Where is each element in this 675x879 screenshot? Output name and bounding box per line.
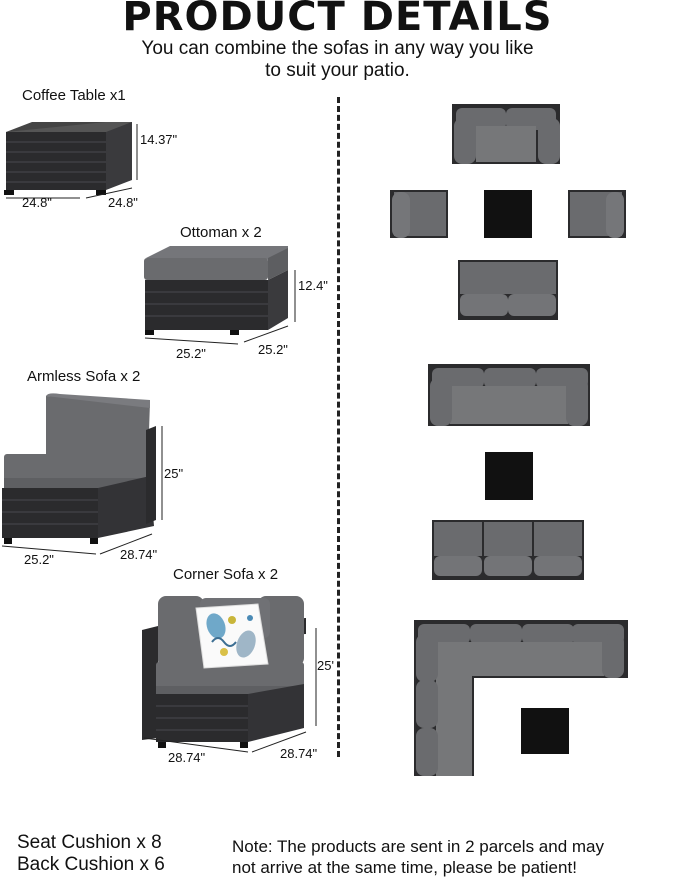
page-title: PRODUCT DETAILS — [122, 0, 553, 40]
armless-sofa-height: 25" — [164, 466, 184, 481]
page-subtitle: You can combine the sofas in any way you… — [0, 38, 675, 82]
subtitle-line-1: You can combine the sofas in any way you… — [141, 38, 534, 59]
coffee-table-width: 24.8" — [22, 195, 52, 210]
armless-sofa-depth: 28.74" — [120, 547, 158, 562]
decorative-pillow-image — [195, 603, 269, 669]
ottoman-image — [144, 246, 296, 345]
dashed-divider — [337, 97, 340, 757]
layout-2-sofa-bottom — [432, 520, 584, 580]
cushion-counts: Seat Cushion x 8 Back Cushion x 6 — [17, 832, 165, 876]
corner-sofa-depth: 28.74" — [280, 746, 318, 761]
corner-sofa-width: 28.74" — [168, 750, 206, 765]
ottoman-width: 25.2" — [176, 346, 206, 361]
armless-sofa-label: Armless Sofa x 2 — [27, 368, 141, 385]
layout-2-table — [485, 452, 533, 500]
coffee-table-label: Coffee Table x1 — [22, 87, 126, 104]
shipping-note: Note: The products are sent in 2 parcels… — [232, 836, 672, 878]
layout-1-loveseat-bottom — [458, 260, 558, 320]
seat-cushion-count: Seat Cushion x 8 — [17, 832, 162, 853]
ottoman-depth: 25.2" — [258, 342, 288, 357]
layout-1-loveseat — [452, 104, 560, 164]
corner-sofa-image — [142, 596, 317, 753]
layout-arrangements-diagram — [390, 104, 628, 776]
layout-3-sectional — [414, 620, 628, 776]
note-line-1: Note: The products are sent in 2 parcels… — [232, 837, 604, 856]
ottoman-height: 12.4" — [298, 278, 328, 293]
armless-sofa-image — [1, 393, 163, 555]
corner-sofa-height: 25' — [317, 658, 334, 673]
layout-1-chairs-table — [390, 190, 626, 238]
corner-sofa-label: Corner Sofa x 2 — [173, 566, 279, 583]
coffee-table-depth: 24.8" — [108, 195, 138, 210]
coffee-table-image — [4, 122, 138, 199]
note-line-2: not arrive at the same time, please be p… — [232, 858, 577, 877]
layout-3-table — [521, 708, 569, 754]
ottoman-label: Ottoman x 2 — [180, 224, 262, 241]
coffee-table-height: 14.37" — [140, 132, 178, 147]
back-cushion-count: Back Cushion x 6 — [17, 854, 165, 875]
subtitle-line-2: to suit your patio. — [265, 60, 410, 81]
layout-2-sofa-top — [428, 364, 590, 426]
armless-sofa-width: 25.2" — [24, 552, 54, 567]
